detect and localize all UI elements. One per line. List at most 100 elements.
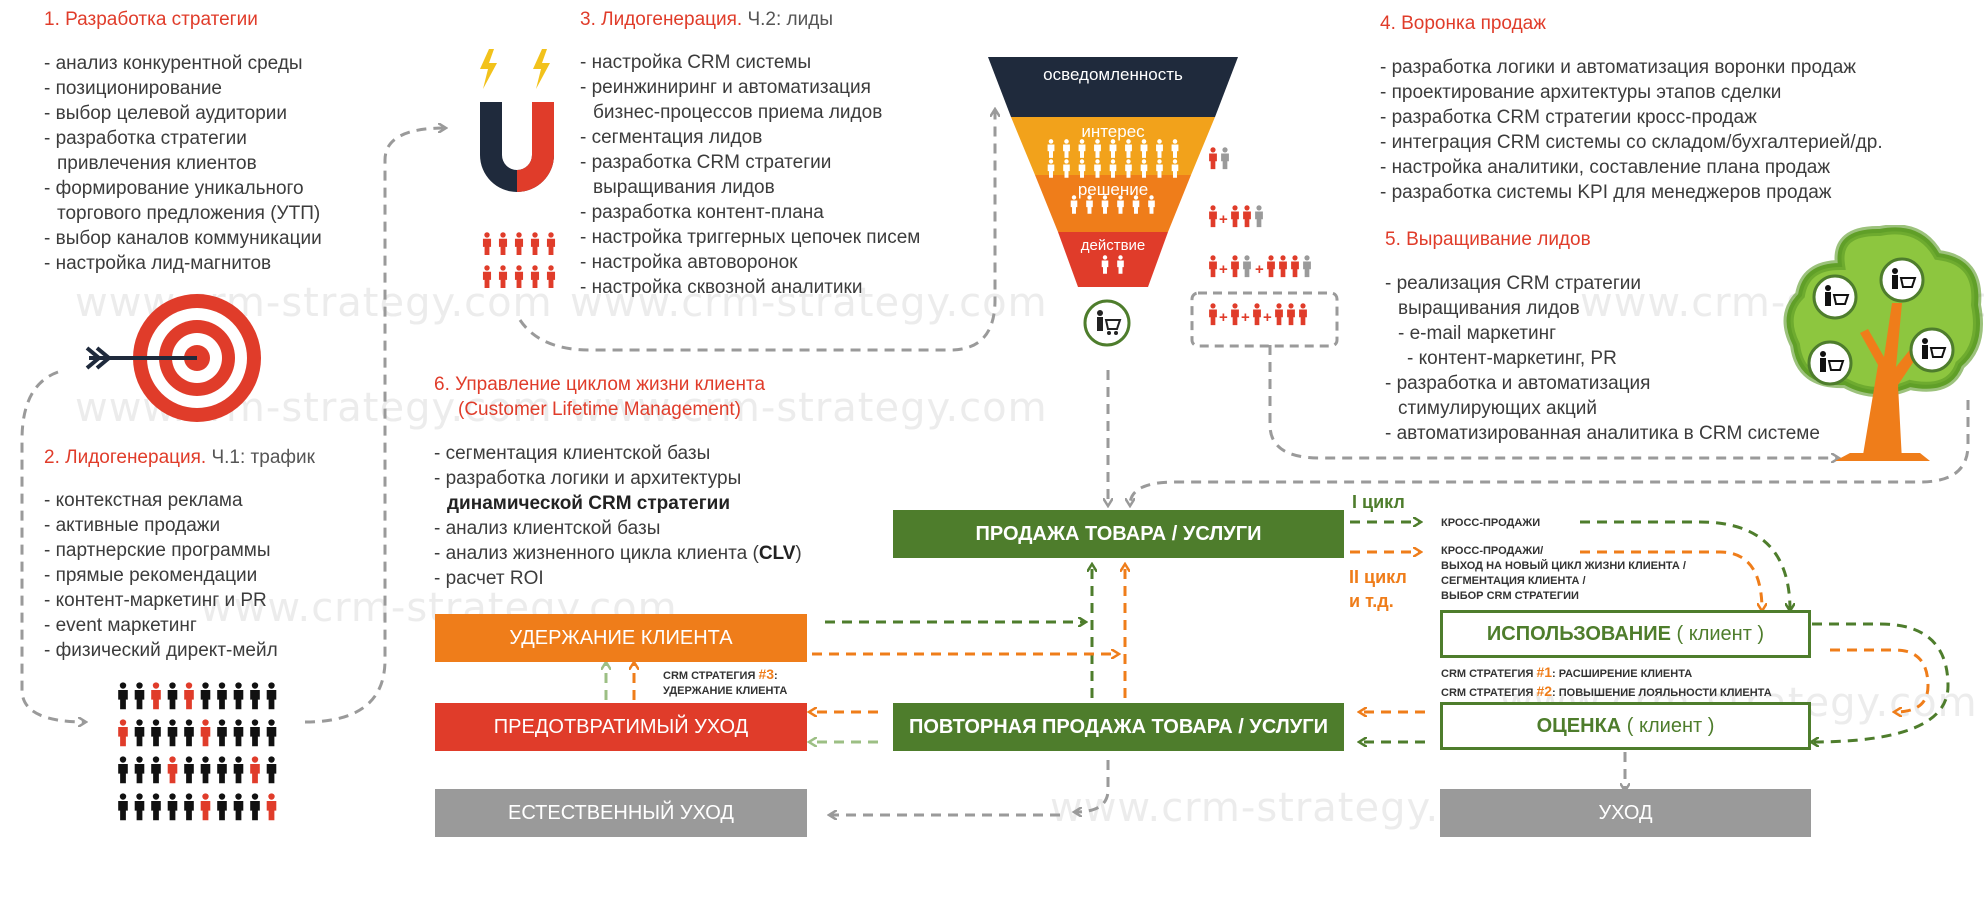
person-icon <box>1255 205 1263 228</box>
flow-arrow <box>1812 622 1950 742</box>
flow-arrow <box>1268 345 1838 458</box>
person-icon <box>200 756 211 784</box>
person-icon <box>233 682 244 710</box>
list-item: - сегментация клиентской базы <box>434 443 711 464</box>
list-item-text: ) <box>795 543 802 564</box>
list-item: стимулирующих акций <box>1398 398 1597 419</box>
person-icon <box>1243 205 1251 228</box>
usage-box-label: ИСПОЛЬЗОВАНИЕ <box>1486 622 1671 645</box>
person-icon <box>1101 255 1109 274</box>
flow-arrow <box>1830 648 1930 712</box>
list-item: - интеграция CRM системы со складом/бухг… <box>1380 132 1883 153</box>
person-icon <box>514 265 524 288</box>
person-icon <box>118 719 128 747</box>
person-icon <box>1117 255 1124 274</box>
flow-arrow <box>1580 520 1790 610</box>
person-icon <box>1243 255 1251 278</box>
person-icon <box>1078 159 1086 178</box>
person-icon <box>233 793 244 821</box>
crm-strategy-1-label: CRM СТРАТЕГИЯ #1: РАСШИРЕНИЕ КЛИЕНТА <box>1441 665 1692 682</box>
retention-box: УДЕРЖАНИЕ КЛИЕНТА <box>435 614 807 662</box>
usage-box-sublabel: ( клиент ) <box>1676 622 1765 645</box>
list-item: бизнес-процессов приема лидов <box>593 102 883 123</box>
leave-box: УХОД <box>1440 789 1811 837</box>
person-icon <box>1231 303 1239 326</box>
cart-icon <box>1879 257 1925 303</box>
cross-sell-label-2: КРОСС-ПРОДАЖИ/ ВЫХОД НА НОВЫЙ ЦИКЛ ЖИЗНИ… <box>1441 544 1686 604</box>
cycle-2-label: II цикл <box>1349 567 1407 587</box>
list-item: - анализ клиентской базы <box>434 518 661 539</box>
person-icon <box>200 719 211 747</box>
person-icon <box>1086 195 1093 214</box>
person-icon <box>167 719 178 747</box>
person-icon <box>1047 159 1055 178</box>
person-icon <box>1140 139 1148 158</box>
repeat-sale-box: ПОВТОРНАЯ ПРОДАЖА ТОВАРА / УСЛУГИ <box>893 703 1344 751</box>
person-icon <box>1047 139 1055 158</box>
person-icon <box>233 719 244 747</box>
person-icon <box>167 682 178 710</box>
list-item: - разработка стратегии <box>44 128 247 149</box>
person-icon <box>530 232 540 255</box>
list-item-bold: динамической CRM стратегии <box>447 493 730 514</box>
person-icon <box>1209 205 1217 228</box>
person-icon <box>1279 255 1287 278</box>
list-item: - разработка контент-плана <box>580 202 824 223</box>
list-item: - настройка лид-магнитов <box>44 253 272 274</box>
list-item: - анализ жизненного цикла клиента (CLV) <box>434 541 802 566</box>
person-icon <box>217 793 227 821</box>
magnet-icon <box>480 102 554 192</box>
cycle-1-label: I цикл <box>1352 492 1405 512</box>
person-icon <box>1078 139 1086 158</box>
section-4-list: - разработка логики и автоматизация воро… <box>1380 55 1883 205</box>
person-icon <box>250 756 260 784</box>
section-2-title-main: 2. Лидогенерация. <box>44 447 207 468</box>
cross-sell-line: КРОСС-ПРОДАЖИ/ <box>1441 545 1544 557</box>
natural-churn-box: ЕСТЕСТВЕННЫЙ УХОД <box>435 789 807 837</box>
funnel-stage-decision: решение <box>1077 180 1149 199</box>
person-icon <box>1221 147 1229 170</box>
person-icon <box>134 793 145 821</box>
lead-people-groups-icon: ++++++ <box>1209 147 1311 326</box>
person-icon <box>1109 159 1117 178</box>
section-3-list: - настройка CRM системы - реинжиниринг и… <box>580 50 920 300</box>
list-item: - позиционирование <box>44 78 222 99</box>
person-icon <box>1287 303 1295 326</box>
section-1-title: 1. Разработка стратегии <box>44 9 258 30</box>
person-icon <box>167 793 178 821</box>
person-icon <box>200 793 211 821</box>
list-item: - расчет ROI <box>434 568 544 589</box>
plus-sign: + <box>1263 309 1272 326</box>
evaluation-box: ОЦЕНКА ( клиент ) <box>1440 702 1811 750</box>
person-icon <box>1148 195 1155 214</box>
list-item: - e-mail маркетинг <box>1398 323 1557 344</box>
person-icon <box>1101 195 1109 214</box>
cart-icon <box>1083 299 1131 347</box>
person-icon <box>1094 159 1101 178</box>
strategy-text: : РАСШИРЕНИЕ КЛИЕНТА <box>1552 668 1693 680</box>
person-icon <box>1171 139 1179 158</box>
person-icon <box>498 232 508 255</box>
person-icon <box>1109 139 1117 158</box>
list-item: торгового предложения (УТП) <box>57 203 321 224</box>
list-item: выращивания лидов <box>593 177 775 198</box>
cart-icon <box>1909 327 1955 373</box>
list-item: - автоматизированная аналитика в CRM сис… <box>1385 423 1820 444</box>
evaluation-box-label: ОЦЕНКА <box>1536 714 1622 737</box>
plus-sign: + <box>1219 211 1228 228</box>
person-icon <box>1156 159 1163 178</box>
strategy-line: CRM СТРАТЕГИЯ #3: <box>663 667 787 684</box>
list-item: - анализ конкурентной среды <box>44 53 303 74</box>
section-5-title: 5. Выращивание лидов <box>1385 229 1591 250</box>
person-icon <box>1209 303 1217 326</box>
person-icon <box>1253 303 1261 326</box>
person-icon <box>1094 139 1101 158</box>
person-icon <box>1267 255 1275 278</box>
person-icon <box>1231 255 1239 278</box>
lead-group-frame <box>1190 291 1339 348</box>
strategy-text: CRM СТРАТЕГИЯ <box>663 670 759 682</box>
person-icon <box>151 719 161 747</box>
list-item: - контент-маркетинг и PR <box>44 590 267 611</box>
list-item: - разработка логики и автоматизация воро… <box>1380 57 1857 78</box>
